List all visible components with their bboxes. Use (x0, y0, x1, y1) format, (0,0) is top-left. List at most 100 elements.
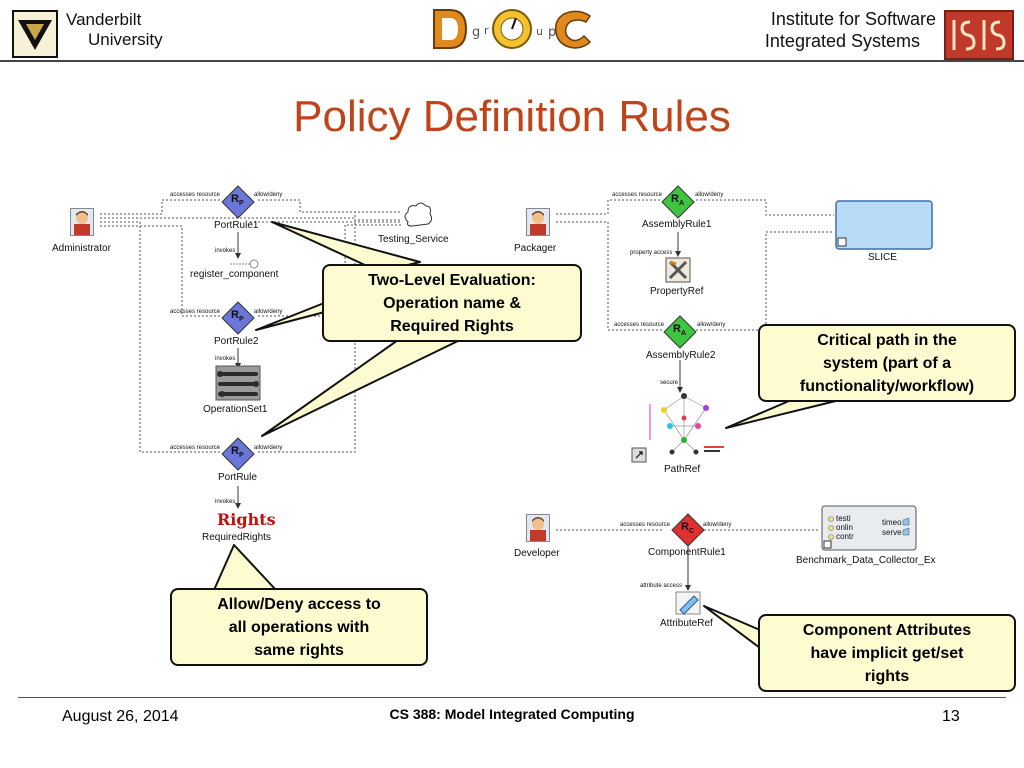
portrule-diamond (221, 437, 255, 471)
vanderbilt-line2: University (88, 30, 163, 49)
left-accesses-resource-3: accesses resource (170, 445, 221, 451)
secure-label: secure (660, 380, 679, 386)
doc-letter-p: p (548, 25, 556, 40)
left-allow-deny-1: allow/deny (254, 192, 283, 198)
portrule2-badge: RP (231, 309, 244, 323)
slice-label: SLICE (868, 252, 897, 263)
benchmark-items-left: testi onlin contr (836, 514, 854, 541)
right-allow-deny-3: allow/deny (703, 522, 732, 528)
attribute-access-label: attribute access (640, 583, 683, 589)
portrule1-diamond (221, 185, 255, 219)
rc-letter: R (681, 521, 689, 533)
benchmark-label: Benchmark_Data_Collector_Ex (796, 555, 936, 566)
header-divider (0, 60, 1024, 62)
portrule1-badge: RP (231, 193, 244, 207)
callout-line: functionality/workflow) (799, 377, 975, 395)
footer-date: August 26, 2014 (62, 708, 179, 725)
assemblyrule2-badge: RA (673, 323, 686, 337)
left-invokes-2: invokes (215, 356, 236, 362)
footer-divider (18, 697, 1006, 698)
ra-sub: A (678, 200, 685, 208)
right-connectors (556, 199, 834, 531)
rc-sub: C (688, 528, 695, 536)
register-component-label: register_component (190, 269, 279, 280)
vanderbilt-line1: Vanderbilt (66, 10, 142, 29)
assemblyrule2-label: AssemblyRule2 (646, 350, 716, 361)
attributeref-label: AttributeRef (660, 618, 713, 629)
rp-letter: R (231, 193, 239, 205)
callout-line: Operation name & (383, 294, 521, 312)
left-invokes-1: invokes (215, 248, 236, 254)
portrule-label: PortRule (218, 472, 257, 483)
callout-line: all operations with (228, 618, 370, 636)
isis-wordmark: Institute for Software Integrated System… (765, 8, 936, 52)
isis-line1: Institute for Software (770, 9, 936, 29)
vanderbilt-logo (12, 10, 58, 58)
left-invokes-3: invokes (215, 499, 236, 505)
administrator-label: Administrator (52, 243, 111, 254)
rp-letter: R (231, 309, 239, 321)
callout-line: have implicit get/set (810, 644, 964, 662)
slice-box (835, 200, 933, 250)
operationset1-wrench-icon (215, 365, 261, 401)
portrule2-label: PortRule2 (214, 336, 259, 347)
callout-line: Critical path in the (817, 331, 957, 349)
assemblyrule1-badge: RA (671, 193, 684, 207)
administrator-avatar[interactable] (70, 208, 94, 236)
callout-two-level: Two-Level Evaluation: Operation name & R… (322, 264, 582, 342)
rights-icon-text: Rights (217, 510, 276, 529)
assemblyrule1-label: AssemblyRule1 (642, 219, 712, 230)
operationset1-label: OperationSet1 (203, 404, 268, 415)
right-accesses-resource-1: accesses resource (612, 192, 663, 198)
property-access-label: property access (630, 250, 673, 256)
isis-line2: Integrated Systems (764, 31, 920, 51)
bench-item: serve (882, 528, 902, 537)
callout-line: rights (864, 667, 910, 685)
person-icon (74, 211, 90, 235)
left-accesses-resource-1: accesses resource (170, 192, 221, 198)
portrule1-label: PortRule1 (214, 220, 259, 231)
isis-logo (944, 10, 1014, 60)
callout-component-attributes: Component Attributes have implicit get/s… (758, 614, 1016, 692)
register-component-icon (230, 259, 259, 269)
propertyref-tool-icon (665, 257, 691, 283)
packager-avatar[interactable] (526, 208, 550, 236)
right-allow-deny-1: allow/deny (695, 192, 724, 198)
assemblyrule1-diamond (661, 185, 695, 219)
callout-critical-path: Critical path in the system (part of a f… (758, 324, 1016, 402)
rp-letter: R (231, 445, 239, 457)
left-allow-deny-2: allow/deny (254, 309, 283, 315)
page-title: Policy Definition Rules (293, 92, 731, 141)
doc-group-logo: g r u p (432, 6, 594, 52)
packager-label: Packager (514, 243, 557, 254)
assemblyrule2-diamond (663, 315, 697, 349)
developer-avatar[interactable] (526, 514, 550, 542)
bench-item: timeo (882, 518, 902, 527)
left-accesses-resource-2: accesses resource (170, 309, 221, 315)
ra-letter: R (673, 323, 681, 335)
person-icon (530, 211, 546, 235)
right-accesses-resource-2: accesses resource (614, 322, 665, 328)
componentrule1-label: ComponentRule1 (648, 547, 726, 558)
portrule-badge: RP (231, 445, 244, 459)
benchmark-items-right: timeo serve (882, 518, 902, 538)
ra-sub: A (680, 330, 687, 338)
propertyref-label: PropertyRef (650, 286, 704, 297)
componentrule1-badge: RC (681, 521, 694, 535)
footer-course: CS 388: Model Integrated Computing (389, 706, 635, 722)
callout-line: Component Attributes (802, 621, 972, 639)
pathref-graph-icon (631, 393, 724, 463)
ra-letter: R (671, 193, 679, 205)
doc-letter-r: r (484, 24, 489, 37)
benchmark-box (821, 505, 917, 551)
doc-letter-u: u (536, 25, 543, 38)
right-lines (675, 232, 691, 591)
callout-line: Two-Level Evaluation: (368, 271, 536, 289)
right-allow-deny-2: allow/deny (697, 322, 726, 328)
pathref-label: PathRef (664, 464, 701, 475)
componentrule1-diamond (671, 513, 705, 547)
callout-line: Allow/Deny access to (217, 595, 381, 613)
rp-sub: P (238, 200, 244, 208)
attributeref-pencil-icon (675, 591, 701, 615)
